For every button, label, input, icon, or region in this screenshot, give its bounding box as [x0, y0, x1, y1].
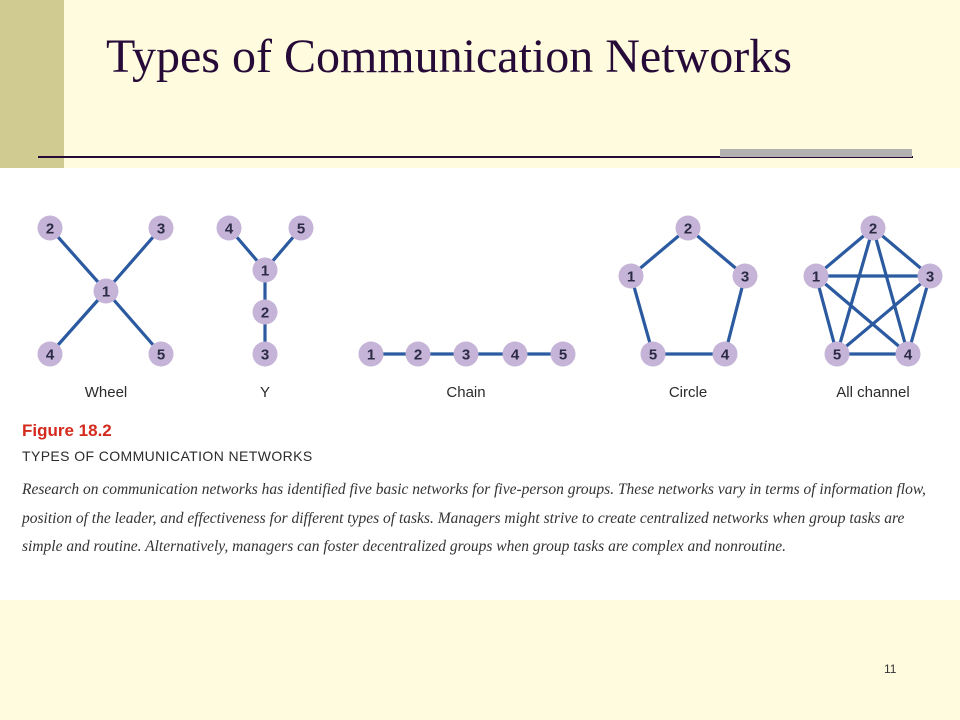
y-node-2	[252, 299, 278, 325]
circle-node-label-3: 3	[741, 269, 749, 286]
wheel-node-4	[37, 341, 63, 367]
chain-node-3	[453, 341, 479, 367]
figure-title: TYPES OF COMMUNICATION NETWORKS	[22, 448, 313, 464]
all-channel-edge-2-4	[871, 226, 910, 356]
all-channel-node-4	[895, 341, 921, 367]
circle-edge-5-1	[629, 274, 655, 356]
all-channel-node-label-5: 5	[833, 347, 841, 364]
y-node-3	[252, 341, 278, 367]
all-channel-node-label-2: 2	[869, 221, 877, 238]
circle-node-label-1: 1	[627, 269, 635, 286]
circle-node-label-5: 5	[649, 347, 657, 364]
circle-node-5	[640, 341, 666, 367]
y-node-label-4: 4	[225, 221, 234, 238]
y-node-1	[252, 257, 278, 283]
chain-node-label-2: 2	[414, 347, 422, 364]
wheel-edge-1-2	[48, 226, 108, 293]
chain-node-2	[405, 341, 431, 367]
chain-node-4	[502, 341, 528, 367]
network-name-wheel: Wheel	[85, 384, 128, 401]
wheel-node-label-4: 4	[46, 347, 55, 364]
y-node-label-1: 1	[261, 263, 269, 280]
chain-node-label-4: 4	[511, 347, 520, 364]
network-name-all-channel: All channel	[836, 384, 909, 401]
left-accent-bar	[0, 0, 64, 168]
wheel-edge-1-4	[48, 289, 108, 356]
all-channel-node-label-1: 1	[812, 269, 820, 286]
title-underline	[38, 156, 913, 158]
wheel-node-label-3: 3	[157, 221, 165, 238]
y-node-4	[216, 215, 242, 241]
wheel-node-label-5: 5	[157, 347, 165, 364]
all-channel-node-label-3: 3	[926, 269, 934, 286]
network-name-y: Y	[260, 384, 270, 401]
slide-number: 11	[884, 662, 897, 676]
chain-node-label-5: 5	[559, 347, 567, 364]
all-channel-node-label-4: 4	[904, 347, 913, 364]
figure-label: Figure 18.2	[22, 421, 112, 440]
network-name-chain: Chain	[446, 384, 485, 401]
all-channel-node-5	[824, 341, 850, 367]
figure-caption: Research on communication networks has i…	[22, 481, 926, 555]
chain-node-5	[550, 341, 576, 367]
wheel-edge-1-5	[104, 289, 163, 356]
circle-edge-3-4	[723, 274, 747, 356]
all-channel-edge-3-4	[906, 274, 932, 356]
y-node-label-3: 3	[261, 347, 269, 364]
circle-node-4	[712, 341, 738, 367]
chain-node-1	[358, 341, 384, 367]
circle-node-1	[618, 263, 644, 289]
all-channel-edge-1-4	[814, 274, 910, 356]
chain-node-label-1: 1	[367, 347, 375, 364]
circle-node-label-4: 4	[721, 347, 730, 364]
all-channel-node-1	[803, 263, 829, 289]
circle-node-2	[675, 215, 701, 241]
all-channel-edge-2-5	[835, 226, 875, 356]
y-node-5	[288, 215, 314, 241]
wheel-edge-1-3	[104, 226, 163, 293]
circle-node-label-2: 2	[684, 221, 692, 238]
wheel-node-3	[148, 215, 174, 241]
wheel-node-label-2: 2	[46, 221, 54, 238]
wheel-node-2	[37, 215, 63, 241]
circle-node-3	[732, 263, 758, 289]
all-channel-node-3	[917, 263, 943, 289]
y-node-label-2: 2	[261, 305, 269, 322]
title-accent-bar	[720, 149, 912, 157]
all-channel-edge-1-5	[814, 274, 839, 356]
wheel-node-5	[148, 341, 174, 367]
y-node-label-5: 5	[297, 221, 305, 238]
chain-node-label-3: 3	[462, 347, 470, 364]
slide-title: Types of Communication Networks	[106, 30, 792, 83]
wheel-node-label-1: 1	[102, 284, 110, 301]
wheel-node-1	[93, 278, 119, 304]
network-y: 4 5 1 2 3Y	[216, 215, 314, 401]
all-channel-node-2	[860, 215, 886, 241]
network-name-circle: Circle	[669, 384, 707, 401]
all-channel-edge-3-5	[835, 274, 932, 356]
